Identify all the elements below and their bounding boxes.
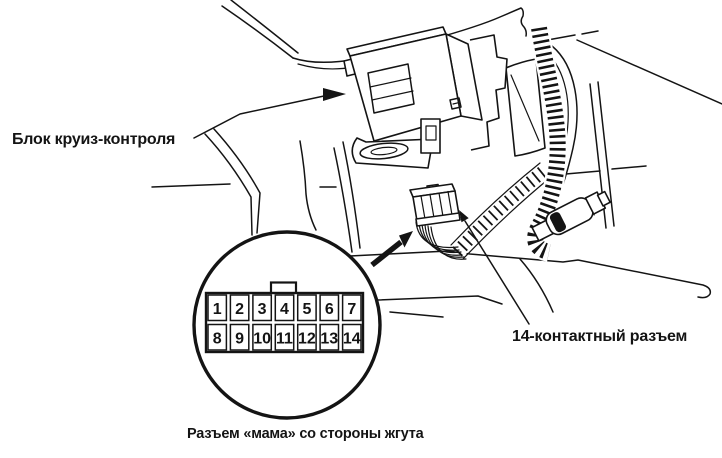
pin-cell	[207, 323, 228, 351]
pin-number: 3	[258, 301, 267, 318]
cruise-arrow-icon	[323, 88, 346, 101]
unit-bracket-slot	[359, 142, 409, 160]
kick-panel-edge-2	[597, 81, 615, 227]
band-edge-1	[450, 162, 541, 246]
a-pillar-line-2	[230, 0, 299, 54]
pin-grid: 1 2 3 4 5 6 7 8 9 10 11 12 13 14	[207, 294, 362, 351]
unit-lower-clip	[420, 118, 441, 154]
pin-number: 6	[325, 301, 334, 318]
console-side-edge-1	[333, 147, 353, 253]
dash-side-edge	[299, 140, 317, 231]
pin-number: 4	[280, 301, 289, 318]
pin-cell	[229, 294, 250, 322]
pin-cell	[341, 323, 362, 351]
console-corner-curve	[519, 258, 554, 313]
detail-arrow-shaft	[370, 239, 403, 268]
unit-recess-rib-1	[369, 77, 412, 88]
floor-line-3	[389, 311, 444, 318]
pin-number: 1	[213, 301, 222, 318]
pin-cell	[296, 323, 317, 351]
unit-front-face	[349, 33, 462, 142]
pin-number: 11	[276, 331, 293, 348]
pin-cell	[274, 323, 295, 351]
pin-number: 8	[213, 331, 222, 348]
connector-rib-1	[420, 195, 426, 220]
unit-connector-square	[449, 97, 462, 110]
pin-number: 13	[320, 331, 338, 348]
pin-number: 14	[343, 331, 361, 348]
pillar-trim-line-2	[213, 128, 261, 234]
floor-line-1	[349, 250, 712, 299]
dash-horizontal-line	[151, 183, 337, 188]
pin-cell	[229, 323, 250, 351]
corrugated-harness-tube	[525, 26, 568, 262]
pillar-trim-line-1	[204, 133, 253, 236]
callout-arrows	[193, 88, 530, 325]
detail-circle-callout: 1 2 3 4 5 6 7 8 9 10 11 12 13 14	[192, 230, 382, 420]
pin-number: 12	[298, 331, 316, 348]
cylinder-dark-band	[549, 212, 567, 233]
pin-cell	[341, 294, 362, 322]
connector-in-situ	[409, 183, 467, 260]
unit-stepped-bracket	[469, 34, 508, 151]
band-edge-2	[462, 176, 552, 260]
connector-rib-4	[447, 190, 453, 216]
pin-number: 7	[347, 301, 356, 318]
band-hatch	[452, 164, 550, 257]
connector-rib-3	[438, 192, 444, 218]
pin-cell	[319, 323, 340, 351]
pin-number: 9	[235, 331, 244, 348]
side-panel-diagonal	[576, 39, 722, 105]
connector-rib-2	[429, 193, 435, 219]
dash-lower-line-2	[611, 165, 647, 170]
cruise-leader-line	[193, 95, 325, 139]
pin-cell	[252, 323, 273, 351]
pin-cell	[207, 294, 228, 322]
pin-number: 5	[302, 301, 311, 318]
pin-cell	[274, 294, 295, 322]
connector-wire-6	[430, 226, 467, 260]
pin-number: 2	[235, 301, 244, 318]
unit-recess-rib-2	[371, 90, 414, 101]
pin-number: 10	[253, 331, 271, 348]
floor-line-2	[377, 295, 503, 305]
pin-cell	[252, 294, 273, 322]
cylinder-cap-tip	[596, 190, 611, 207]
label-cruise-control-unit: Блок круиз-контроля	[12, 131, 176, 148]
connector-leader-line	[464, 220, 530, 325]
cruise-control-unit-drawing	[343, 26, 508, 169]
connector-collar	[415, 212, 461, 227]
harness-wrapped-band	[450, 162, 552, 260]
connector-wire-5	[427, 225, 465, 258]
pin-cell	[319, 294, 340, 322]
label-14pin-connector: 14-контактный разъем	[512, 328, 688, 345]
harness-cylinder-component	[531, 190, 611, 242]
a-pillar-line	[221, 5, 294, 59]
unit-lower-clip-window	[425, 125, 437, 141]
label-detail-caption: Разъем «мама» со стороны жгута	[187, 426, 424, 442]
tube-ribs	[527, 26, 566, 260]
console-side-edge-2	[342, 141, 361, 249]
unit-bracket-slot-inner	[370, 146, 398, 156]
detail-arrow-icon	[399, 231, 413, 248]
bracket-plate-inner-line	[510, 74, 540, 142]
unit-connector-square-detail	[452, 102, 459, 105]
connector-arrow-icon	[459, 210, 469, 223]
cylinder-cap-line	[585, 198, 595, 216]
pin-cell	[296, 294, 317, 322]
